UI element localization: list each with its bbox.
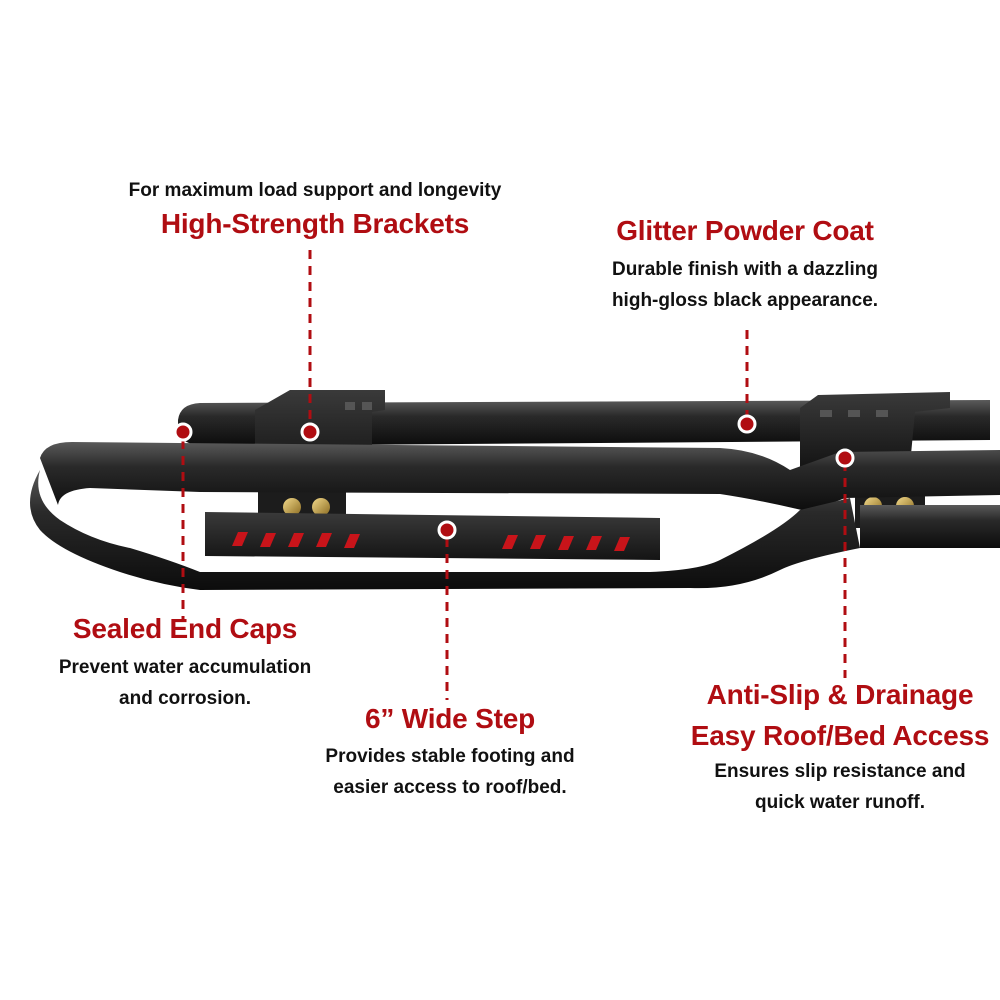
end-caps-desc-line: Prevent water accumulation xyxy=(58,657,312,678)
end-caps-description: Prevent water accumulation and corrosion… xyxy=(30,652,340,714)
anti-slip-desc-line: Ensures slip resistance and xyxy=(714,761,966,782)
brackets-description: For maximum load support and longevity xyxy=(110,175,520,206)
end-caps-title: Sealed End Caps xyxy=(72,613,298,644)
wide-step-description: Provides stable footing and easier acces… xyxy=(290,741,610,803)
end-caps-desc-line: and corrosion. xyxy=(119,688,251,709)
anti-slip-description: Ensures slip resistance and quick water … xyxy=(680,756,1000,818)
powder-coat-description: Durable finish with a dazzling high-glos… xyxy=(560,254,930,316)
wide-step-desc-line: easier access to roof/bed. xyxy=(333,777,567,798)
lower-rail xyxy=(860,505,1000,548)
wide-step-desc-line: Provides stable footing and xyxy=(325,746,575,767)
brackets-desc-line: For maximum load support and longevity xyxy=(128,180,502,201)
dot-icon xyxy=(437,520,457,540)
anti-slip-title: Anti-Slip & Drainage Easy Roof/Bed Acces… xyxy=(680,674,1000,756)
anti-slip-title-line: Easy Roof/Bed Access xyxy=(690,720,990,751)
wide-step-title: 6” Wide Step xyxy=(364,703,536,734)
bolt-icon xyxy=(312,498,330,516)
powder-coat-desc-line: Durable finish with a dazzling xyxy=(611,259,879,280)
drainage-slots xyxy=(232,532,630,551)
step-plate xyxy=(205,512,660,560)
anti-slip-title-line: Anti-Slip & Drainage xyxy=(706,679,974,710)
anti-slip-desc-line: quick water runoff. xyxy=(755,792,925,813)
dot-icon xyxy=(835,448,855,468)
main-tube xyxy=(40,442,1000,512)
callout-dots xyxy=(173,414,855,540)
rear-rail xyxy=(178,400,990,446)
brackets-title: High-Strength Brackets xyxy=(160,208,470,239)
powder-coat-desc-line: high-gloss black appearance. xyxy=(611,290,879,311)
dot-icon xyxy=(300,422,320,442)
dot-icon xyxy=(173,422,193,442)
dot-icon xyxy=(737,414,757,434)
callout-leaders xyxy=(181,250,847,700)
bolt-icon xyxy=(283,498,301,516)
powder-coat-title: Glitter Powder Coat xyxy=(616,215,874,246)
